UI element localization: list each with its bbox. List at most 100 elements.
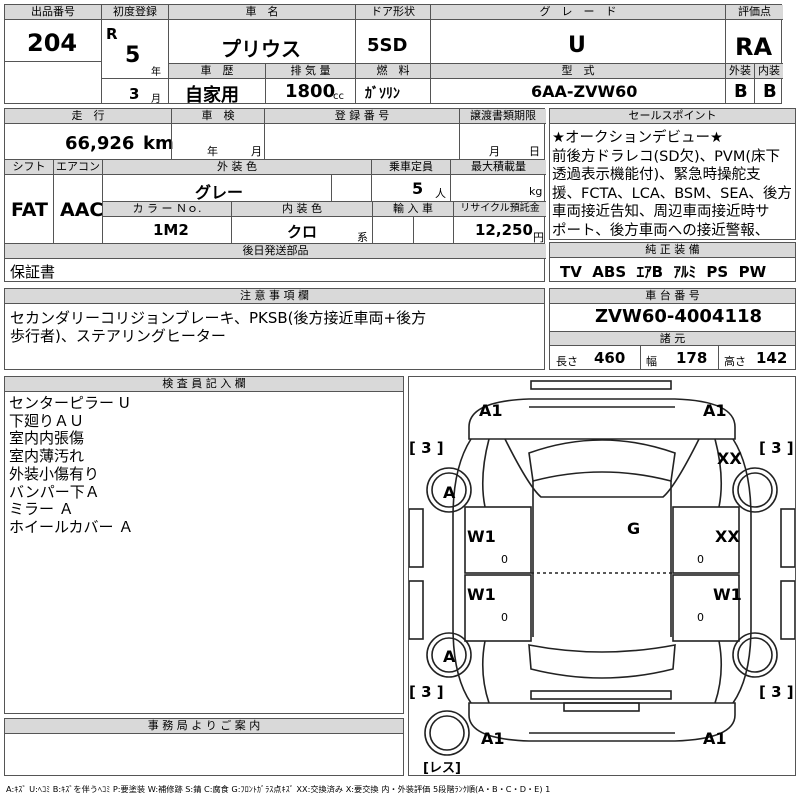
fuel: ｶﾞｿﾘﾝ xyxy=(365,86,400,102)
height: 142 xyxy=(756,349,788,367)
width: 178 xyxy=(676,349,708,367)
registration-year: 5 xyxy=(125,43,141,68)
aircon-header: エアコン xyxy=(54,160,102,175)
mileage-header: 走 行 xyxy=(5,109,171,124)
inspection-year-unit: 年 xyxy=(207,145,218,158)
front-right-door-damage: XX xyxy=(715,527,740,546)
month-unit: 月 xyxy=(151,94,161,105)
later-parts-header: 後日発送部品 xyxy=(5,244,546,259)
front-left-door-damage: W1 xyxy=(467,527,496,546)
transfer-deadline-header: 譲渡書類期限 xyxy=(460,109,546,124)
damage-diagram: A1 A1 [ 3 ] [ 3 ] A XX G W1 0 XX 0 W1 0 … xyxy=(408,376,796,776)
capacity-unit: 人 xyxy=(435,187,446,200)
length-label: 長さ xyxy=(556,355,578,368)
front-right-bracket: [ 3 ] xyxy=(759,439,794,457)
lot-number-header: 出品番号 xyxy=(5,5,101,20)
rear-left-door-damage: W1 xyxy=(467,585,496,604)
inspection-header: 車 検 xyxy=(172,109,264,124)
later-parts: 保証書 xyxy=(10,263,56,281)
sales-points-text: ★オークションデビュー★ 前後方ドラレコ(SD欠)、PVM(床下 透過表示機能付… xyxy=(552,130,792,239)
capacity: 5 xyxy=(412,179,424,198)
lot-number: 204 xyxy=(27,29,78,57)
shift-header: シフト xyxy=(5,160,53,175)
model-code: 6AA-ZVW60 xyxy=(531,82,638,101)
roof-damage: G xyxy=(627,519,641,538)
equipment: TV ABS ｴｱB ｱﾙﾐ PS PW xyxy=(560,263,767,281)
door-type-header: ドア形状 xyxy=(356,5,430,20)
transfer-day-unit: 日 xyxy=(529,145,540,158)
rear-left-door-sub: 0 xyxy=(501,611,508,624)
vehicle-summary-row: 出品番号 204 初度登録 R 5 年 3 月 車 名 プリウス ドア形状 5S… xyxy=(4,4,783,106)
exterior-grade-header: 外装 xyxy=(726,64,754,79)
front-bumper-right-damage: A1 xyxy=(703,401,727,420)
interior-color-unit: 系 xyxy=(357,231,368,244)
rear-right-door-damage: W1 xyxy=(713,585,742,604)
inspector-notes-text: センターピラー U 下廻りＡＵ 室内内張傷 室内薄汚れ 外装小傷有り バンパー下… xyxy=(9,394,134,536)
fuel-header: 燃 料 xyxy=(356,64,430,79)
exterior-color: グレー xyxy=(195,183,244,202)
rear-left-bracket: [ 3 ] xyxy=(409,683,444,701)
first-registration-header: 初度登録 xyxy=(102,5,168,20)
legend: A:ｷｽﾞ U:ﾍｺﾐ B:ｷｽﾞを伴うﾍｺﾐ P:要塗装 W:補修跡 S:錆 … xyxy=(6,784,551,794)
chassis-number: ZVW60-4004118 xyxy=(595,306,763,327)
vehicle-history: 自家用 xyxy=(185,85,239,106)
import-header: 輸 入 車 xyxy=(373,202,453,217)
rear-bumper-right-damage: A1 xyxy=(703,729,727,748)
rear-left-wheel-damage: A xyxy=(443,647,456,666)
equipment-header: 純 正 装 備 xyxy=(550,243,795,258)
rear-right-bracket: [ 3 ] xyxy=(759,683,794,701)
chassis-box: 車 台 番 号 ZVW60-4004118 諸 元 長さ 460 幅 178 高… xyxy=(549,288,796,370)
sales-points-header: セールスポイント xyxy=(550,109,795,124)
rear-right-door-sub: 0 xyxy=(697,611,704,624)
interior-grade: B xyxy=(763,81,777,102)
aircon: AAC xyxy=(60,199,104,221)
front-right-fender-damage: XX xyxy=(717,449,742,468)
transfer-month-unit: 月 xyxy=(489,145,500,158)
car-outline xyxy=(409,380,795,756)
front-right-door-sub: 0 xyxy=(697,553,704,566)
era: R xyxy=(106,25,118,43)
auction-score: RA xyxy=(735,33,773,61)
year-unit: 年 xyxy=(151,67,161,78)
spare-tire-note: [レス] xyxy=(423,761,461,776)
notes-box: 注 意 事 項 欄 セカンダリーコリジョンブレーキ、PKSB(後方接近車両+後方… xyxy=(4,288,545,370)
front-left-bracket: [ 3 ] xyxy=(409,439,444,457)
specs-header: 諸 元 xyxy=(550,332,795,346)
car-name-header: 車 名 xyxy=(169,5,355,20)
interior-color: クロ xyxy=(287,223,318,241)
model-code-header: 型 式 xyxy=(431,64,725,79)
vehicle-details-block: 走 行 66,926 km 車 検 年 月 登 録 番 号 譲渡書類期限 月 日… xyxy=(4,108,546,282)
equipment-box: 純 正 装 備 TV ABS ｴｱB ｱﾙﾐ PS PW xyxy=(549,242,796,282)
inspector-notes-header: 検 査 員 記 入 欄 xyxy=(5,377,403,392)
door-type: 5SD xyxy=(367,35,408,56)
office-notes-header: 事 務 局 よ り ご 案 内 xyxy=(5,719,403,734)
max-load-header: 最大積載量 xyxy=(451,160,546,175)
color-number: 1M2 xyxy=(153,221,189,239)
interior-grade-header: 内装 xyxy=(755,64,783,79)
inspection-month-unit: 月 xyxy=(251,145,262,158)
grade: U xyxy=(568,33,586,58)
displacement: 1800 xyxy=(285,81,336,102)
exterior-color-header: 外 装 色 xyxy=(103,160,371,175)
recycle-fee-header: リサイクル預託金 xyxy=(454,202,546,217)
notes-header: 注 意 事 項 欄 xyxy=(5,289,544,304)
chassis-header: 車 台 番 号 xyxy=(550,289,795,304)
front-left-door-sub: 0 xyxy=(501,553,508,566)
displacement-unit: cc xyxy=(333,91,344,102)
exterior-grade: B xyxy=(734,81,748,102)
notes-text: セカンダリーコリジョンブレーキ、PKSB(後方接近車両+後方 歩行者)、ステアリ… xyxy=(10,309,427,345)
max-load-unit: kg xyxy=(529,185,543,198)
height-label: 高さ xyxy=(724,355,746,368)
recycle-fee-unit: 円 xyxy=(533,231,544,244)
vehicle-history-header: 車 歴 xyxy=(169,64,265,79)
recycle-fee: 12,250 xyxy=(475,221,533,239)
front-left-wheel-damage: A xyxy=(443,483,456,502)
plate-number-header: 登 録 番 号 xyxy=(265,109,459,124)
mileage-unit: km xyxy=(143,133,174,154)
interior-color-header: 内 装 色 xyxy=(232,202,372,217)
inspector-notes-box: 検 査 員 記 入 欄 センターピラー U 下廻りＡＵ 室内内張傷 室内薄汚れ … xyxy=(4,376,404,714)
color-number-header: カ ラ ー Ｎｏ. xyxy=(103,202,231,217)
grade-header: グ レ ー ド xyxy=(431,5,725,20)
shift: FAT xyxy=(11,199,48,221)
rear-bumper-left-damage: A1 xyxy=(481,729,505,748)
